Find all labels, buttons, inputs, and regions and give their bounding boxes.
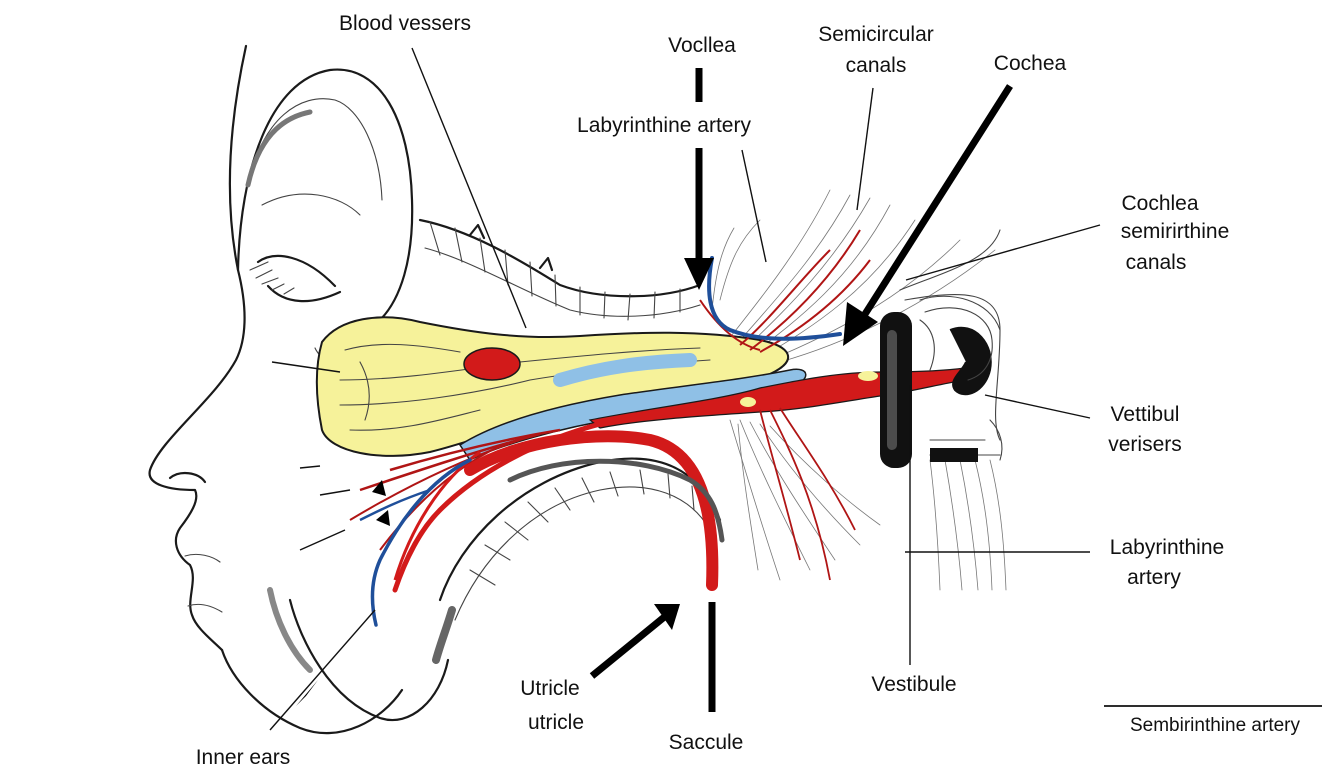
label-vestibule: Vestibule — [871, 673, 956, 696]
red-arteries — [349, 229, 966, 593]
label-labyrinthine-right-2: artery — [1127, 566, 1181, 589]
cochea-arrow-shaft — [857, 84, 1013, 324]
leader-nerve-left — [271, 361, 341, 373]
leader-semicircular — [856, 87, 874, 211]
label-labyrinthine-artery-top: Labyrinthine artery — [577, 114, 751, 137]
big-arrows — [296, 68, 1013, 712]
label-cochlea-semi-3: canals — [1126, 251, 1187, 274]
inner-ear-structures — [880, 295, 1003, 468]
label-utricle-2: utricle — [528, 711, 584, 734]
label-cochlea-semi-2: semirirthine — [1121, 220, 1230, 243]
label-labyrinthine-right-1: Labyrinthine — [1110, 536, 1224, 559]
label-saccule: Saccule — [669, 731, 744, 754]
leader-blood-vessers — [411, 47, 527, 329]
label-sembirinthine-artery: Sembirinthine artery — [1130, 715, 1301, 736]
dark-blue-vessels — [359, 256, 842, 627]
head-outline — [148, 44, 450, 735]
bony-canal-lower — [432, 457, 722, 664]
utricle-arrow-shaft — [589, 611, 671, 679]
nerve-fibers — [711, 189, 1007, 591]
leader-lines — [269, 47, 1322, 731]
label-semicircular-2: canals — [846, 54, 907, 77]
label-utricle-1: Utricle — [520, 677, 580, 700]
leader-cochlea-semirirthine — [905, 224, 1101, 281]
red-blob — [463, 347, 521, 381]
utricle-arrow-head — [654, 604, 680, 630]
label-inner-ears: Inner ears — [196, 746, 291, 768]
label-cochea: Cochea — [994, 52, 1067, 75]
cochea-arrow-head — [843, 302, 878, 346]
label-semicircular-1: Semicircular — [818, 23, 934, 46]
labyrinthine-arrow-head — [684, 258, 714, 290]
bony-canal-upper — [418, 218, 702, 321]
label-cochlea-semi-1: Cochlea — [1121, 192, 1198, 215]
label-vettibul-1: Vettibul — [1111, 403, 1180, 426]
black-vestibule-block — [880, 312, 912, 468]
label-vettibul-2: verisers — [1108, 433, 1182, 456]
labels: Blood vessers Vocllea Labyrinthine arter… — [196, 12, 1301, 768]
leader-labyrinthine-top — [741, 149, 767, 263]
leader-vettibul — [984, 394, 1091, 419]
label-vocllea: Vocllea — [668, 34, 736, 57]
label-blood-vessers: Blood vessers — [339, 12, 471, 35]
leader-inner-ears — [269, 609, 376, 731]
